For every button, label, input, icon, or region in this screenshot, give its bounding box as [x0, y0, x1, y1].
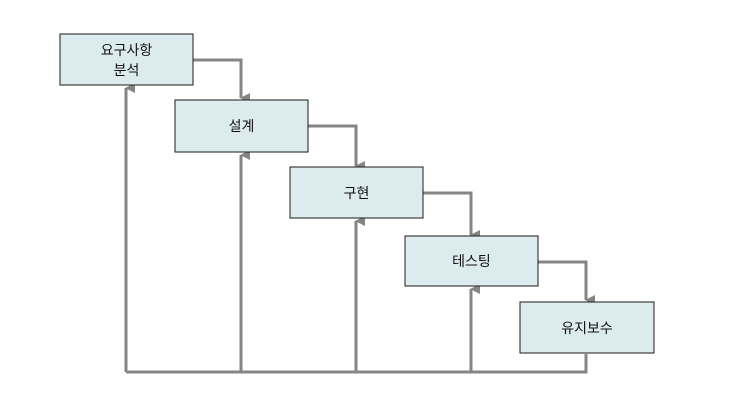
stage-requirements-label-line-1: 요구사항: [101, 43, 153, 59]
stage-testing: 테스팅: [404, 235, 539, 287]
stage-testing-label: 테스팅: [452, 254, 491, 270]
connector-design-to-implementation: [308, 124, 365, 171]
stage-requirements: 요구사항 분석: [59, 33, 194, 86]
connector-testing-to-maintenance: [538, 260, 595, 305]
stage-maintenance: 유지보수: [519, 301, 655, 354]
stage-maintenance-label: 유지보수: [561, 321, 613, 337]
stage-implementation: 구현: [289, 166, 424, 219]
feedback-bus: [126, 354, 588, 374]
stage-design: 설계: [174, 99, 309, 153]
connector-requirements-to-design: [193, 58, 250, 103]
connector-implementation-to-testing: [423, 191, 480, 240]
stage-implementation-label: 구현: [344, 186, 370, 202]
stage-design-label: 설계: [229, 119, 255, 135]
stage-requirements-label-line-2: 분석: [114, 63, 140, 79]
